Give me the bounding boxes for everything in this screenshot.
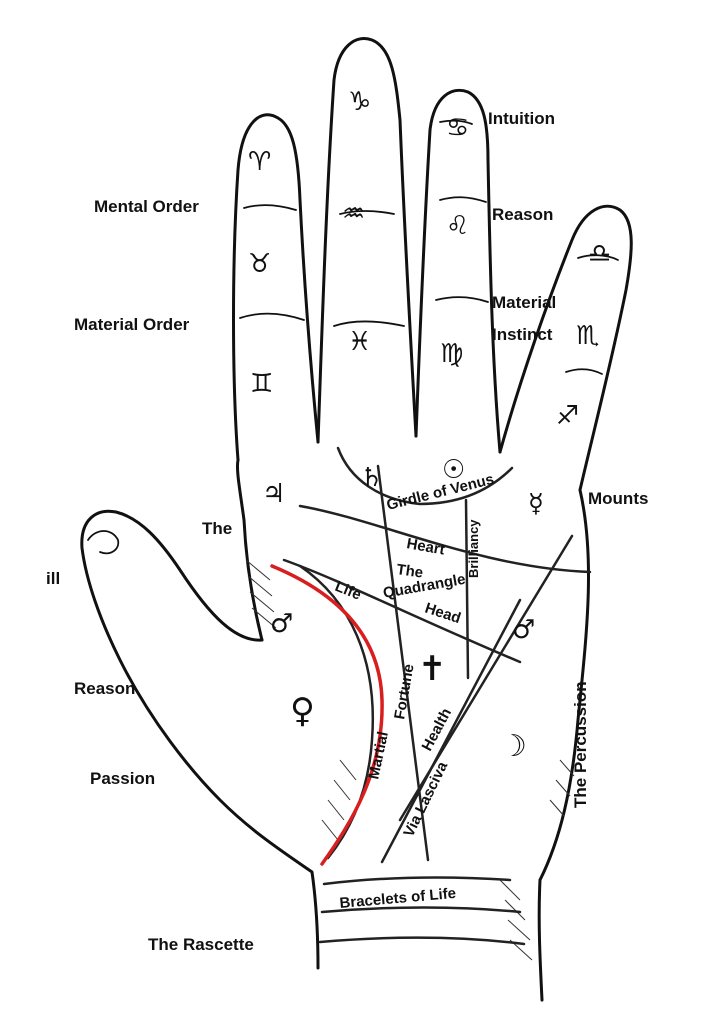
saturn-symbol: ♄: [360, 463, 383, 493]
finger-creases: [239, 119, 619, 375]
heart-line: [298, 504, 592, 574]
label-material-instinct-1: Material: [492, 293, 556, 312]
label-reason-finger: Reason: [492, 205, 553, 224]
label-the: The: [202, 519, 232, 538]
label-the-rascette: The Rascette: [148, 935, 254, 954]
moon-symbol: ☽: [500, 729, 527, 764]
venus-symbol: ♀: [290, 691, 315, 731]
virgo-symbol: ♍: [440, 339, 463, 369]
fortune-line: [376, 464, 430, 862]
sun-symbol: ☉: [442, 455, 465, 485]
hand-outline: [80, 37, 633, 1002]
label-heart: Heart: [405, 535, 446, 558]
gemini-symbol: ♊: [250, 369, 273, 399]
label-mental-order: Mental Order: [94, 197, 199, 216]
sagittarius-symbol: ♐: [556, 401, 579, 431]
label-the-percussion: The Percussion: [571, 681, 590, 808]
scorpio-symbol: ♏: [576, 321, 599, 351]
cross-symbol: ✝: [418, 649, 447, 689]
symbols: ♑ ♒ ♓ ♈ ♉ ♊ ♋ ♌ ♍ ♎ ♏ ♐ ♃ ♄ ☉ ☿ ♂ ♂ ♀ ☽ …: [248, 87, 611, 764]
label-via-lasciva: Via Lasciva: [400, 759, 451, 840]
capricorn-symbol: ♑: [348, 87, 371, 117]
bracelet-line-1: [322, 876, 512, 886]
leo-symbol: ♌: [446, 211, 469, 241]
label-the-quadrangle-1: The: [395, 561, 424, 582]
life-line-inner: [298, 564, 375, 860]
aries-symbol: ♈: [248, 147, 271, 177]
label-reason-thumb: Reason: [74, 679, 135, 698]
label-material-order: Material Order: [74, 315, 190, 334]
bracelet-line-2: [320, 906, 522, 914]
bracelet-line-3: [318, 936, 526, 946]
head-line: [282, 558, 522, 664]
mars-left-symbol: ♂: [270, 609, 293, 639]
label-material-instinct-2: Instinct: [492, 325, 553, 344]
cancer-symbol: ♋: [446, 113, 469, 143]
label-ill: ill: [46, 569, 60, 588]
life-line-highlight: [270, 564, 384, 866]
brilliancy-line: [464, 498, 470, 680]
label-intuition: Intuition: [488, 109, 555, 128]
via-lasciva-line: [380, 598, 522, 864]
label-mounts: Mounts: [588, 489, 648, 508]
label-brilliancy: Brilliancy: [466, 519, 481, 578]
taurus-symbol: ♉: [248, 249, 271, 279]
shading: [245, 559, 575, 961]
mercury-symbol: ☿: [528, 489, 544, 519]
label-martial: Martial: [365, 730, 392, 781]
palm-lines: [282, 446, 592, 946]
jupiter-symbol: ♃: [262, 479, 285, 509]
label-fortune: Fortune: [391, 663, 417, 721]
label-passion: Passion: [90, 769, 155, 788]
label-the-quadrangle-2: Quadrangle: [382, 571, 467, 602]
outside-labels: Intuition Reason Material Instinct Menta…: [46, 109, 648, 954]
mars-right-symbol: ♂: [512, 615, 535, 645]
aquarius-symbol: ♒: [342, 199, 365, 229]
label-health: Health: [419, 705, 456, 753]
girdle-of-venus-line: [336, 446, 514, 506]
pisces-symbol: ♓: [348, 327, 371, 357]
libra-symbol: ♎: [588, 239, 611, 269]
